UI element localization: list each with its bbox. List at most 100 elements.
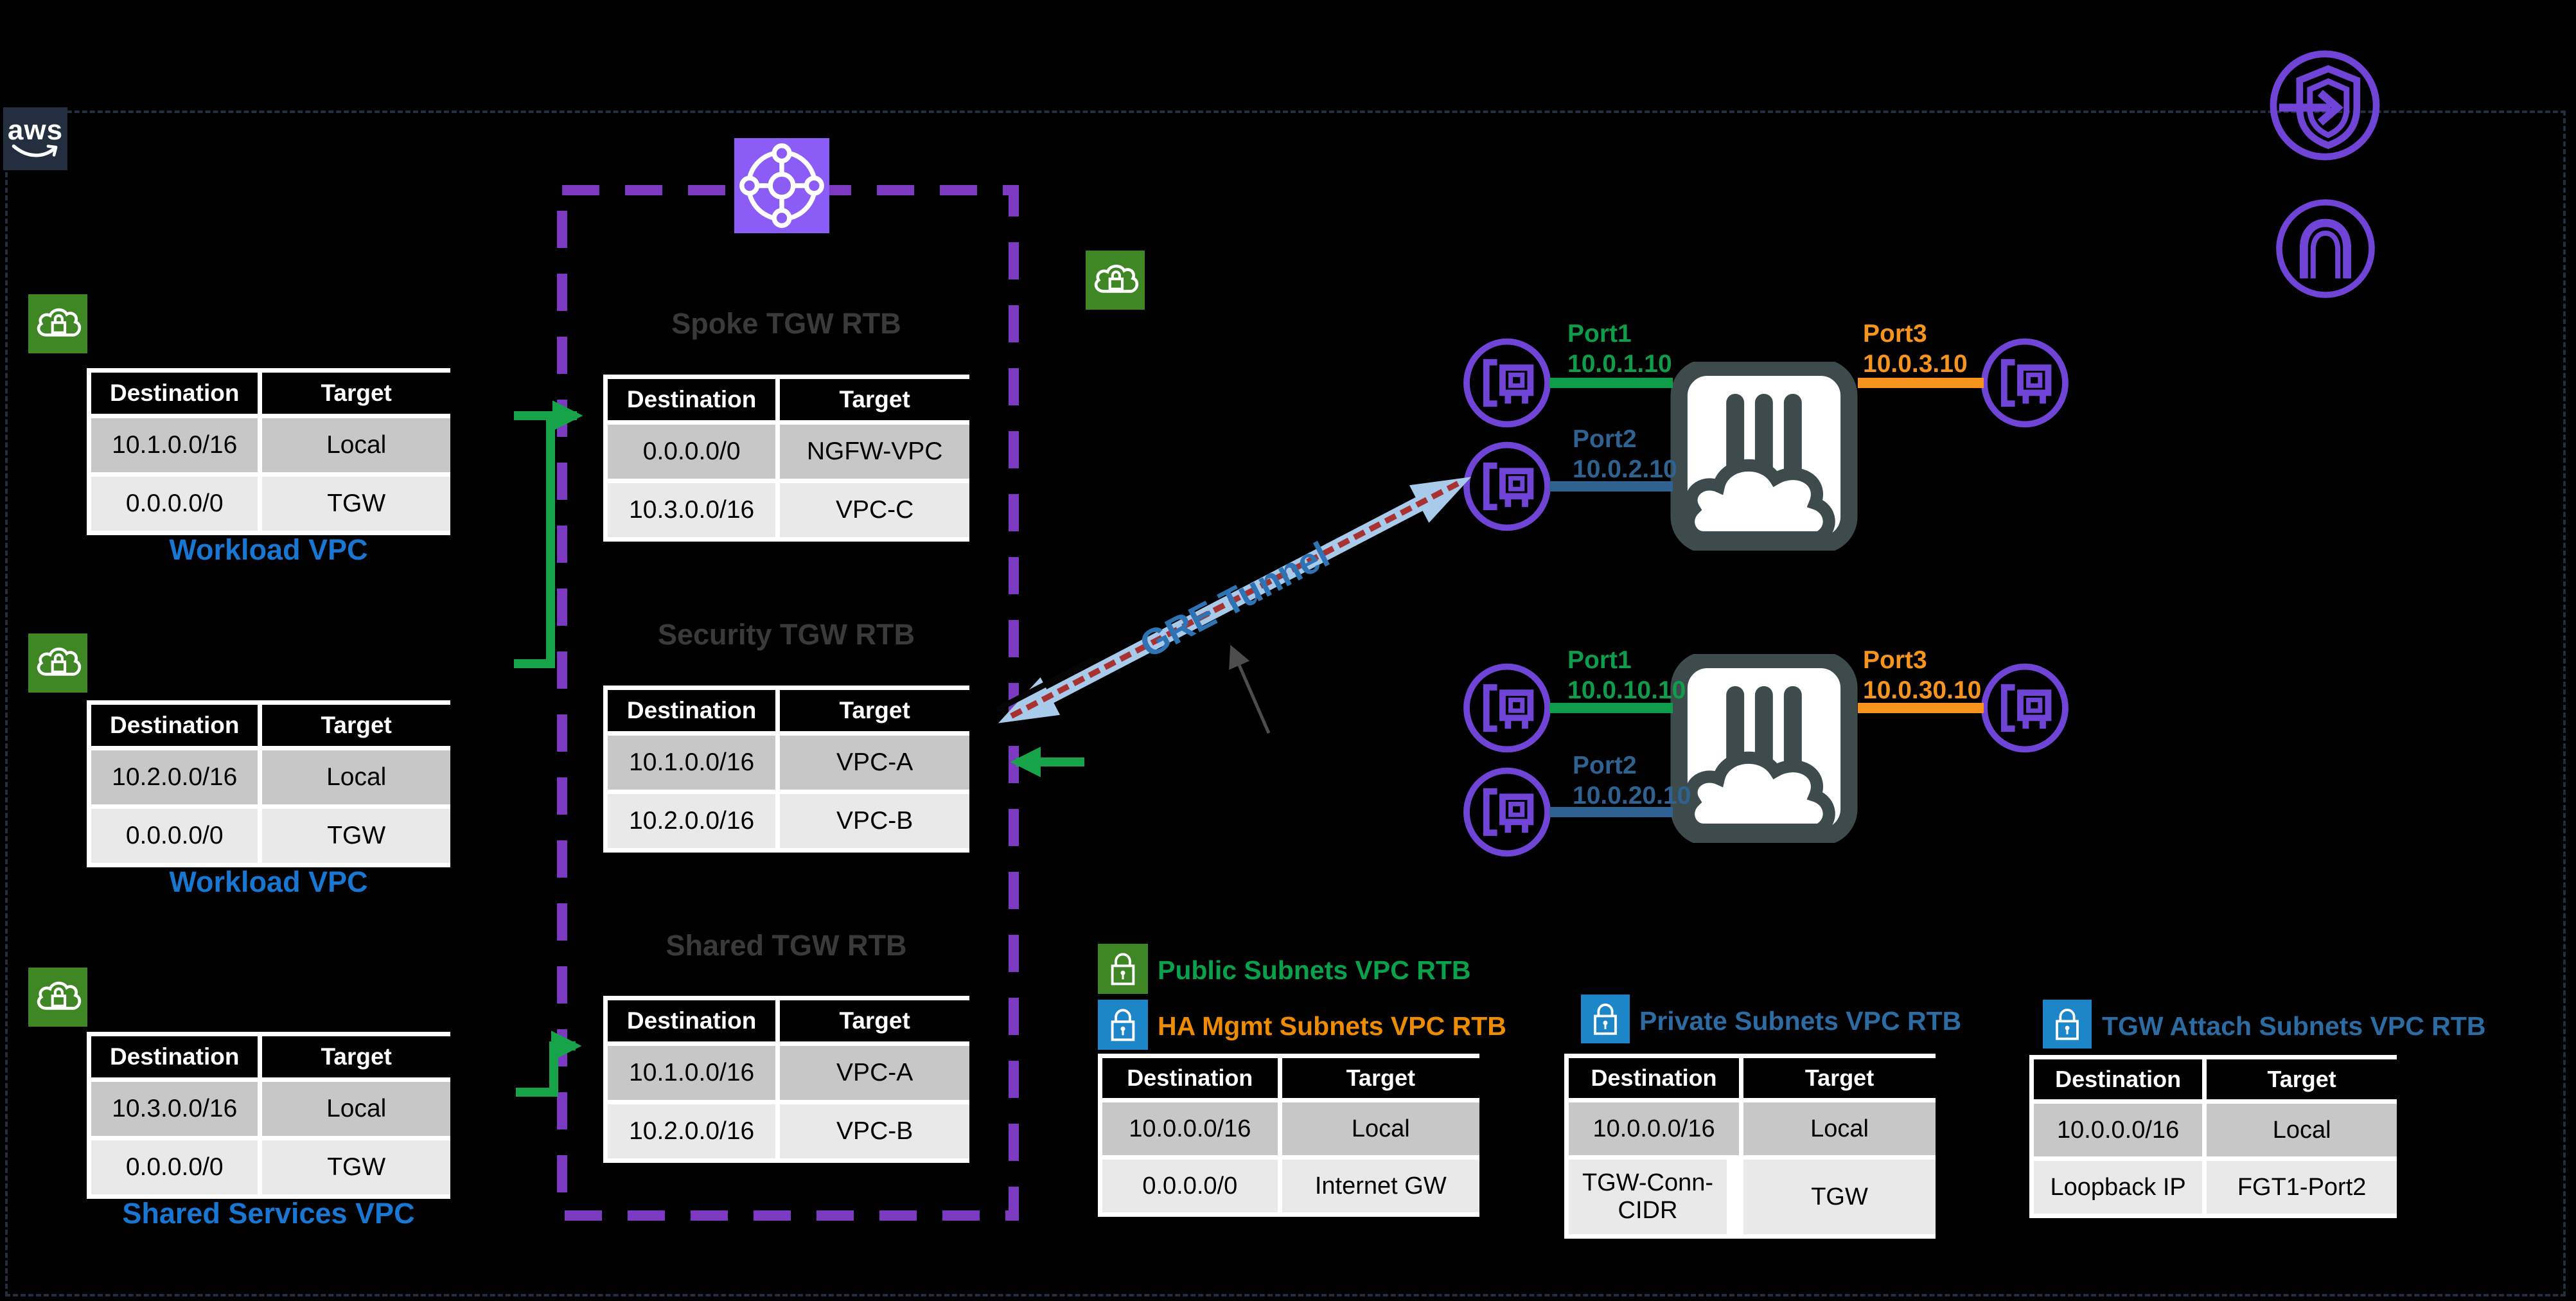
security-shield-icon — [2270, 50, 2380, 161]
route-target: TGW — [262, 1140, 450, 1194]
spoke-tgw-rtb-title: Spoke TGW RTB — [671, 307, 901, 340]
fw2-port3-link — [1858, 703, 1984, 713]
port-name: Port1 — [1567, 646, 1632, 674]
tgw-attach-subnets-lock-icon — [2043, 1000, 2092, 1049]
route-destination: TGW-Conn-CIDR — [1569, 1160, 1727, 1234]
security-tgw-rtb-title: Security TGW RTB — [657, 618, 915, 651]
column-header: Destination — [2034, 1059, 2203, 1099]
vpc-cloud-lock-icon — [28, 633, 87, 693]
column-header: Target — [262, 1036, 450, 1077]
shared-services-vpc-route-table: Destination Target 10.3.0.0/16 Local 0.0… — [87, 1032, 450, 1199]
column-header: Target — [1282, 1058, 1479, 1098]
tunnel-arch-icon — [2276, 199, 2375, 298]
ha-mgmt-subnets-vpc-rtb-title: HA Mgmt Subnets VPC RTB — [1158, 1011, 1506, 1041]
workload-vpc-1-route-table: Destination Target 10.1.0.0/16 Local 0.0… — [87, 368, 450, 535]
route-target: TGW — [1743, 1160, 1936, 1234]
network-interface-icon — [1981, 338, 2069, 428]
fw1-port2-label: Port2 10.0.2.10 — [1573, 424, 1677, 484]
column-header: Destination — [608, 379, 776, 420]
network-interface-icon — [1463, 767, 1551, 857]
route-target: VPC-A — [780, 1046, 969, 1100]
fw1-port3-link — [1858, 378, 1984, 388]
port-ip: 10.0.20.10 — [1573, 782, 1691, 810]
private-subnets-lock-icon — [1581, 995, 1630, 1043]
route-target: Local — [262, 1082, 450, 1136]
column-header: Destination — [91, 373, 258, 414]
fw1-port2-link — [1549, 481, 1673, 491]
network-interface-icon — [1463, 663, 1551, 753]
network-interface-icon — [1463, 338, 1551, 428]
tgw-attach-subnets-vpc-rtb-title: TGW Attach Subnets VPC RTB — [2102, 1011, 2486, 1041]
ha-mgmt-subnets-lock-icon — [1098, 1000, 1148, 1050]
fw2-port2-label: Port2 10.0.20.10 — [1573, 750, 1691, 811]
port-name: Port3 — [1863, 320, 1927, 348]
route-destination: 10.3.0.0/16 — [91, 1082, 258, 1136]
network-interface-icon — [1463, 441, 1551, 531]
shared-tgw-route-table: Destination Target 10.1.0.0/16 VPC-A 10.… — [603, 996, 969, 1163]
port-ip: 10.0.2.10 — [1573, 456, 1677, 483]
firewall-2-icon — [1670, 654, 1858, 843]
route-target: VPC-C — [780, 483, 969, 537]
tgw-attach-subnets-route-table: Destination Target 10.0.0.0/16 Local Loo… — [2029, 1055, 2397, 1218]
public-subnets-vpc-rtb-title: Public Subnets VPC RTB — [1158, 955, 1471, 985]
fw2-port3-label: Port3 10.0.30.10 — [1863, 645, 1981, 705]
column-header: Destination — [91, 1036, 258, 1077]
port-name: Port3 — [1863, 646, 1927, 674]
route-destination: 10.2.0.0/16 — [91, 750, 258, 804]
column-header: Destination — [1569, 1058, 1740, 1098]
aws-cloud-dashed-border — [5, 111, 2566, 1297]
route-target: VPC-B — [780, 794, 969, 848]
route-target: Internet GW — [1282, 1160, 1479, 1212]
public-ha-subnets-route-table: Destination Target 10.0.0.0/16 Local 0.0… — [1098, 1054, 1479, 1217]
route-destination: 0.0.0.0/0 — [91, 1140, 258, 1194]
route-destination: 10.2.0.0/16 — [608, 794, 776, 848]
column-header: Target — [262, 373, 450, 414]
route-destination: Loopback IP — [2034, 1161, 2203, 1214]
route-target: Local — [1743, 1102, 1936, 1155]
vpc-cloud-lock-icon — [28, 294, 87, 353]
network-interface-icon — [1981, 663, 2069, 753]
route-target: Local — [2207, 1104, 2397, 1156]
column-header: Target — [1743, 1058, 1936, 1098]
public-subnets-lock-icon — [1098, 944, 1148, 994]
fw1-port3-label: Port3 10.0.3.10 — [1863, 319, 1968, 379]
security-tgw-route-table: Destination Target 10.1.0.0/16 VPC-A 10.… — [603, 686, 969, 853]
spoke-tgw-route-table: Destination Target 0.0.0.0/0 NGFW-VPC 10… — [603, 375, 969, 542]
port-ip: 10.0.10.10 — [1567, 677, 1686, 704]
route-destination: 0.0.0.0/0 — [608, 425, 776, 479]
shared-tgw-rtb-title: Shared TGW RTB — [666, 929, 907, 962]
route-destination: 10.0.0.0/16 — [1569, 1102, 1740, 1155]
column-header: Destination — [91, 705, 258, 746]
route-destination: 10.0.0.0/16 — [2034, 1104, 2203, 1156]
route-destination: 10.0.0.0/16 — [1102, 1102, 1278, 1155]
port-ip: 10.0.30.10 — [1863, 677, 1982, 704]
workload-vpc-2-route-table: Destination Target 10.2.0.0/16 Local 0.0… — [87, 700, 450, 867]
column-header: Target — [2207, 1059, 2397, 1099]
column-header: Target — [262, 705, 450, 746]
route-destination: 10.1.0.0/16 — [91, 418, 258, 472]
route-target: FGT1-Port2 — [2207, 1161, 2397, 1214]
fw2-port1-link — [1549, 703, 1673, 713]
column-header: Target — [780, 1000, 969, 1041]
route-target: VPC-A — [780, 736, 969, 790]
route-target: Local — [262, 750, 450, 804]
port-ip: 10.0.1.10 — [1567, 350, 1672, 378]
route-target: VPC-B — [780, 1104, 969, 1158]
route-destination: 0.0.0.0/0 — [1102, 1160, 1278, 1212]
column-header: Destination — [1102, 1058, 1278, 1098]
route-destination: 10.1.0.0/16 — [608, 736, 776, 790]
port-name: Port1 — [1567, 320, 1632, 348]
private-subnets-route-table: Destination Target 10.0.0.0/16 Local TGW… — [1564, 1054, 1936, 1239]
column-header: Target — [780, 690, 969, 731]
transit-gateway-icon — [734, 138, 829, 233]
vpc-cloud-lock-icon — [28, 968, 87, 1027]
route-target: Local — [1282, 1102, 1479, 1155]
route-target: TGW — [262, 477, 450, 531]
firewall-1-icon — [1670, 362, 1858, 551]
route-destination: 0.0.0.0/0 — [91, 477, 258, 531]
aws-logo: aws — [3, 107, 67, 170]
workload-vpc-2-label: Workload VPC — [169, 865, 368, 898]
fw1-port1-link — [1549, 378, 1673, 388]
shared-services-vpc-label: Shared Services VPC — [122, 1197, 415, 1230]
vpc-cloud-lock-icon — [1086, 251, 1145, 310]
